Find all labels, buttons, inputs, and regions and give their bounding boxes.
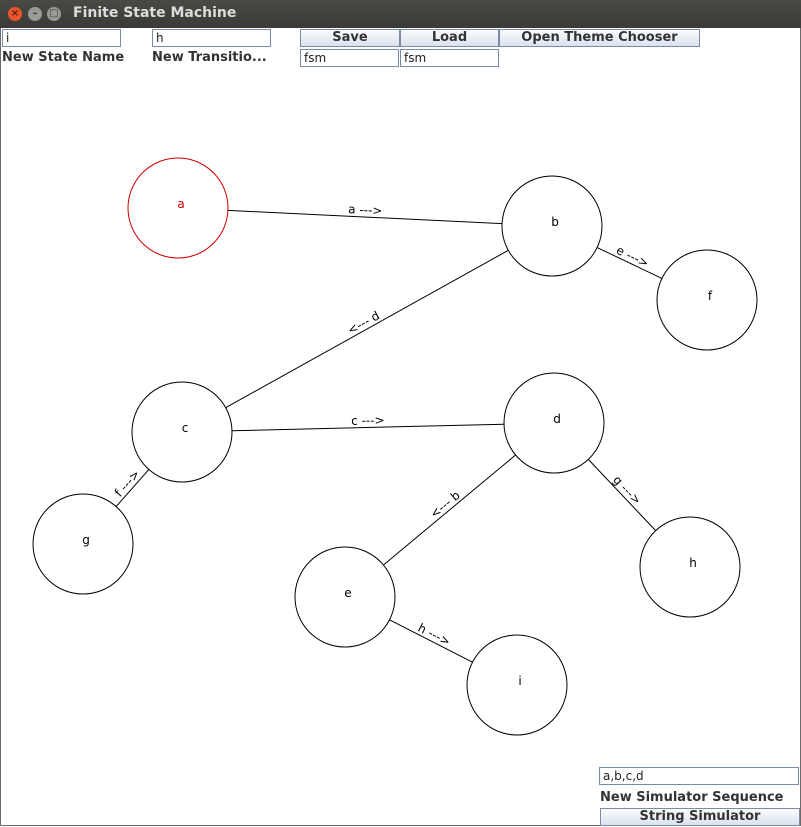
load-file-input[interactable]: fsm: [400, 49, 499, 67]
transition-label-a-b: a --->: [348, 202, 383, 218]
transition-line-b-f[interactable]: [596, 247, 663, 279]
state-circle-e[interactable]: [294, 546, 396, 648]
state-label-c: c: [182, 421, 189, 435]
state-label-i: i: [518, 674, 521, 688]
maximize-window-button[interactable]: □: [47, 7, 61, 21]
state-circle-b[interactable]: [501, 175, 603, 277]
transitions-layer: a ---> e ---> <--- d c ---> f ---> <--- b g --…: [112, 202, 663, 663]
state-label-b: b: [551, 215, 559, 229]
transition-line-c-d[interactable]: [231, 423, 505, 432]
transition-label-b-c: <--- d: [345, 308, 382, 337]
state-label-g: g: [82, 533, 90, 547]
state-g[interactable]: g: [32, 493, 134, 595]
transition-label-c-d: c --->: [351, 413, 385, 428]
transition-line-a-b[interactable]: [227, 209, 503, 225]
state-i[interactable]: i: [466, 634, 568, 736]
new-transition-input[interactable]: h: [152, 29, 271, 47]
load-button[interactable]: Load: [400, 29, 499, 47]
state-label-a: a: [177, 197, 184, 211]
title-bar: × – □ Finite State Machine: [0, 0, 801, 28]
window-title: Finite State Machine: [73, 5, 237, 21]
save-button[interactable]: Save: [300, 29, 400, 47]
state-circle-h[interactable]: [639, 516, 741, 618]
state-e[interactable]: e: [294, 546, 396, 648]
new-transition-label: New Transitio...: [152, 50, 267, 65]
transition-label-d-h: g --->: [610, 473, 644, 508]
state-circle-a[interactable]: [127, 157, 229, 259]
transition-line-d-e[interactable]: [383, 454, 516, 566]
open-theme-chooser-button[interactable]: Open Theme Chooser: [499, 29, 700, 47]
state-circle-i[interactable]: [466, 634, 568, 736]
state-label-d: d: [553, 412, 561, 426]
close-icon: ×: [10, 8, 20, 19]
transition-line-e-i[interactable]: [389, 619, 473, 663]
new-state-name-input[interactable]: i: [2, 29, 121, 47]
close-window-button[interactable]: ×: [8, 7, 22, 21]
state-d[interactable]: d: [503, 372, 605, 474]
save-file-input[interactable]: fsm: [300, 49, 399, 67]
transition-label-d-e: <--- b: [427, 488, 462, 521]
new-state-name-label: New State Name: [2, 50, 125, 65]
maximize-icon: □: [49, 8, 59, 19]
transition-label-e-i: h --->: [416, 621, 453, 649]
state-b[interactable]: b: [501, 175, 603, 277]
state-label-e: e: [344, 586, 351, 600]
state-c[interactable]: c: [131, 381, 233, 483]
transition-label-b-f: e --->: [614, 243, 651, 270]
state-circle-g[interactable]: [32, 493, 134, 595]
state-label-h: h: [689, 556, 697, 570]
state-label-f: f: [708, 289, 713, 303]
state-circle-f[interactable]: [656, 249, 758, 351]
state-circle-d[interactable]: [503, 372, 605, 474]
transition-line-c-g[interactable]: [115, 469, 150, 507]
minimize-icon: –: [32, 8, 38, 19]
states-layer: a b c d e f g h i: [32, 157, 758, 736]
state-a[interactable]: a: [127, 157, 229, 259]
simulator-sequence-label: New Simulator Sequence: [600, 790, 784, 805]
minimize-window-button[interactable]: –: [28, 7, 42, 21]
state-f[interactable]: f: [656, 249, 758, 351]
transition-line-b-c[interactable]: [225, 249, 509, 409]
state-circle-c[interactable]: [131, 381, 233, 483]
string-simulator-button[interactable]: String Simulator: [600, 808, 800, 826]
state-h[interactable]: h: [639, 516, 741, 618]
transition-line-d-h[interactable]: [587, 459, 657, 531]
simulator-sequence-input[interactable]: a,b,c,d: [599, 767, 799, 785]
transition-label-c-g: f --->: [112, 467, 143, 500]
